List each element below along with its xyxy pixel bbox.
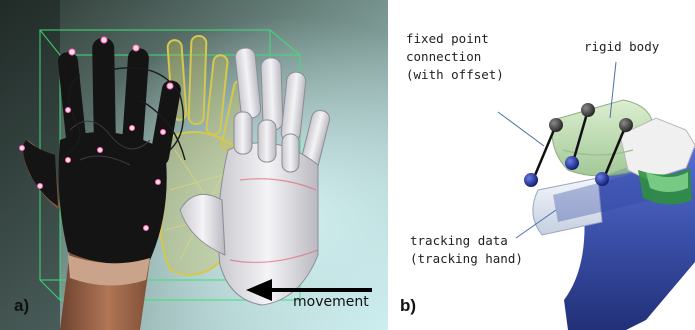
panel-b: fixed point connection (with offset) rig… — [388, 0, 695, 330]
fixed-point-line-2: connection — [406, 49, 482, 64]
tracking-markers — [524, 156, 609, 187]
virtual-hand — [179, 47, 331, 306]
glove — [23, 37, 181, 264]
leader-lines — [497, 61, 617, 239]
panel-b-label: b) — [400, 296, 417, 315]
panel-a-photo — [0, 0, 388, 330]
movement-label: movement — [293, 294, 369, 310]
tracking-line-2: (tracking hand) — [410, 251, 523, 266]
panel-a: a) movement — [0, 0, 388, 330]
fixed-point-annotation: fixed point connection (with offset) — [406, 30, 504, 84]
tracking-line-1: tracking data — [410, 233, 508, 248]
rigid-body-annotation: rigid body — [584, 39, 660, 54]
fixed-point-line-3: (with offset) — [406, 67, 504, 82]
panel-b-render — [497, 61, 695, 330]
movement-arrow — [246, 279, 372, 301]
tracking-annotation: tracking data (tracking hand) — [410, 232, 523, 268]
panel-a-label: a) — [14, 296, 30, 315]
offset-connectors — [531, 109, 628, 181]
wrist-band — [68, 255, 150, 286]
fixed-point-line-1: fixed point — [406, 31, 489, 46]
tracking-hand-segment — [532, 177, 603, 236]
glove-markers — [19, 36, 174, 231]
rigid-markers — [549, 103, 633, 132]
cables — [59, 67, 186, 161]
